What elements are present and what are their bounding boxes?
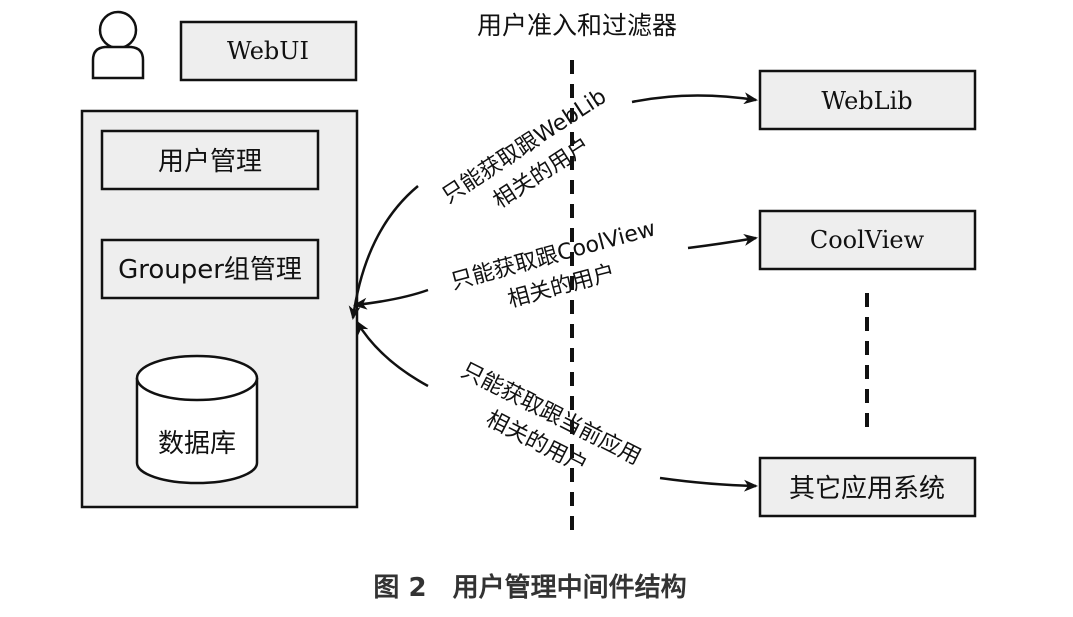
arrow-to-weblib xyxy=(631,92,758,105)
coolview-filter-label: 只能获取跟CoolView 相关的用户 xyxy=(448,216,658,313)
other-apps-box: 其它应用系统 xyxy=(758,456,977,518)
user-management-box: 用户管理 xyxy=(100,129,320,191)
arrow-to-other-apps xyxy=(659,476,758,492)
weblib-box: WebLib xyxy=(758,69,977,131)
grouper-management-label: Grouper组管理 xyxy=(118,255,302,285)
figure-caption: 图 2 用户管理中间件结构 xyxy=(373,572,686,603)
grouper-management-box: Grouper组管理 xyxy=(100,238,320,300)
database-icon: 数据库 xyxy=(135,354,259,485)
webui-box: WebUI xyxy=(179,20,358,82)
weblib-label: WebLib xyxy=(821,87,912,115)
coolview-box: CoolView xyxy=(758,209,977,271)
weblib-filter-label: 只能获取跟WebLib 相关的用户 xyxy=(438,84,611,214)
diagram-title: 用户准入和过滤器 xyxy=(477,11,677,40)
arrow-weblib-to-backend xyxy=(348,185,419,320)
other-apps-label: 其它应用系统 xyxy=(789,474,945,504)
arrow-coolview-to-backend xyxy=(353,288,429,310)
database-label: 数据库 xyxy=(158,429,236,459)
user-management-label: 用户管理 xyxy=(158,147,262,177)
user-icon xyxy=(91,10,145,80)
arrow-to-coolview xyxy=(687,234,758,250)
other-filter-label: 只能获取跟当前应用 相关的用户 xyxy=(457,358,645,479)
arrow-other-to-backend xyxy=(355,320,429,388)
webui-label: WebUI xyxy=(227,37,309,65)
coolview-label: CoolView xyxy=(810,226,925,254)
